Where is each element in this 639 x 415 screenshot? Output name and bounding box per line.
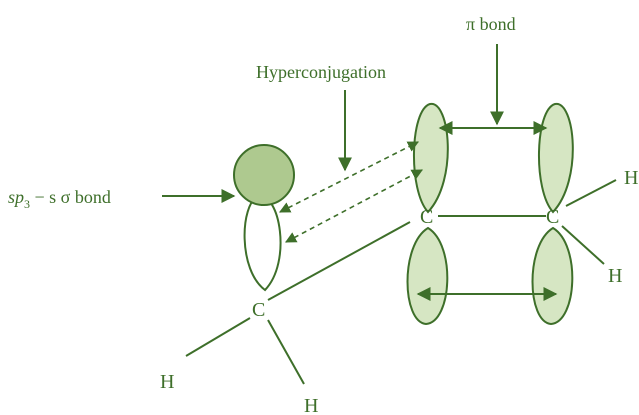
sp3-label-sp: sp (8, 187, 24, 207)
carbon-right-label: C (546, 206, 559, 228)
hydrogen-bottom-left-label: H (160, 371, 174, 393)
p-orbital-left-lower-lobe (406, 226, 449, 326)
c-c-sigma-bond (267, 221, 411, 301)
c-h-bond-right-top (565, 179, 617, 207)
hyperconjugation-label: Hyperconjugation (256, 62, 386, 82)
c-h-bond-right-bottom (561, 225, 605, 265)
pi-bond-label: π bond (466, 14, 516, 34)
sp3-s-sigma-bond-label: sp3 − s σ bond (8, 187, 111, 211)
sp3-label-rest: − s σ bond (30, 187, 111, 207)
hyperconjugation-dashed-arrow-lower (285, 169, 423, 243)
sp3-label-subscript: 3 (24, 197, 30, 211)
hydrogen-right-bottom-label: H (608, 265, 622, 287)
hydrogen-s-orbital-sphere (233, 144, 295, 206)
carbon-left-label: C (420, 206, 433, 228)
c-h-bond-bottom-left (185, 317, 251, 357)
p-orbital-right-lower-lobe (531, 226, 574, 326)
c-h-bond-bottom (267, 319, 305, 385)
p-orbital-left-upper-lobe (413, 102, 449, 214)
carbon-methyl-label: C (252, 299, 265, 321)
p-orbital-right-upper-lobe (538, 102, 574, 214)
sp3-orbital-lobe (243, 194, 282, 292)
hydrogen-bottom-label: H (304, 395, 318, 415)
hydrogen-right-top-label: H (624, 167, 638, 189)
hyperconjugation-dashed-arrow-upper (279, 141, 419, 213)
